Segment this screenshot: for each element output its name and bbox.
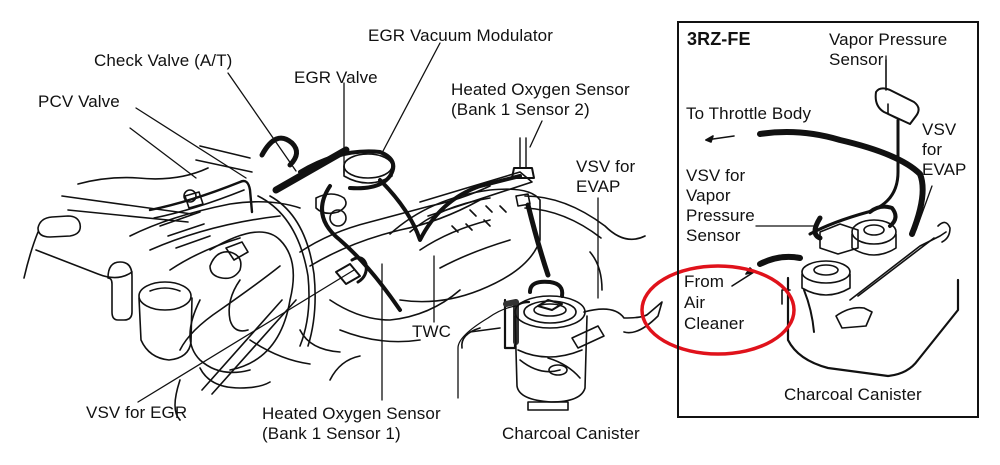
- leader-charcoal-canister: [457, 305, 517, 399]
- inset-label-from-air-cleaner-line2: Air: [684, 293, 706, 312]
- leader-lines: [129, 42, 599, 403]
- inset-label-vsv-vps-line1: VSV for: [686, 166, 746, 185]
- highlight-ellipse: [640, 264, 796, 356]
- inset-frame-3rz-fe: [677, 21, 979, 418]
- inset-label-vsv-vps-line3: Pressure: [686, 206, 755, 225]
- label-pcv-valve: PCV Valve: [38, 92, 120, 111]
- inset-label-vsv-evap-line1: VSV: [922, 120, 957, 139]
- leader-pcv-valve: [135, 107, 247, 179]
- inset-label-to-throttle-body: To Throttle Body: [686, 104, 812, 123]
- inset-label-vapor-pressure-sensor-line2: Sensor: [829, 50, 884, 69]
- inset-label-vsv-vps-line2: Vapor: [686, 186, 731, 205]
- label-egr-valve: EGR Valve: [294, 68, 378, 87]
- label-ho2s-bank1-sensor1-line2: (Bank 1 Sensor 1): [262, 424, 401, 443]
- label-charcoal-canister: Charcoal Canister: [502, 424, 640, 443]
- leader-pcv-valve-2: [129, 127, 197, 179]
- inset-label-charcoal-canister: Charcoal Canister: [784, 385, 922, 404]
- label-ho2s-bank1-sensor2-line2: (Bank 1 Sensor 2): [451, 100, 590, 119]
- label-egr-vacuum-modulator: EGR Vacuum Modulator: [368, 26, 553, 45]
- inset-drawing: [705, 55, 960, 378]
- charcoal-canister-main: [461, 251, 663, 411]
- leader-ho2s-b1s2: [529, 120, 543, 148]
- leader-check-valve: [227, 72, 297, 172]
- label-vsv-evap-line1: VSV for: [576, 157, 636, 176]
- label-twc: TWC: [412, 322, 452, 341]
- inset-label-vsv-evap-line3: EVAP: [922, 160, 967, 179]
- label-ho2s-bank1-sensor1-line1: Heated Oxygen Sensor: [262, 404, 441, 423]
- inset-label-vapor-pressure-sensor-line1: Vapor Pressure: [829, 30, 948, 49]
- inset-label-vsv-vps-line4: Sensor: [686, 226, 741, 245]
- inset-engine-code: 3RZ-FE: [687, 29, 751, 49]
- inset-label-from-air-cleaner-line1: From: [684, 272, 725, 291]
- label-ho2s-bank1-sensor2-line1: Heated Oxygen Sensor: [451, 80, 630, 99]
- inset-label-from-air-cleaner-line3: Cleaner: [684, 314, 745, 333]
- leader-vsv-egr: [137, 269, 355, 403]
- inset-label-vsv-evap-line2: for: [922, 140, 943, 159]
- label-vsv-egr: VSV for EGR: [86, 403, 188, 422]
- label-check-valve: Check Valve (A/T): [94, 51, 233, 70]
- engine-body: [23, 135, 646, 421]
- label-vsv-evap-line2: EVAP: [576, 177, 621, 196]
- leader-egr-vacuum-modulator: [381, 42, 441, 154]
